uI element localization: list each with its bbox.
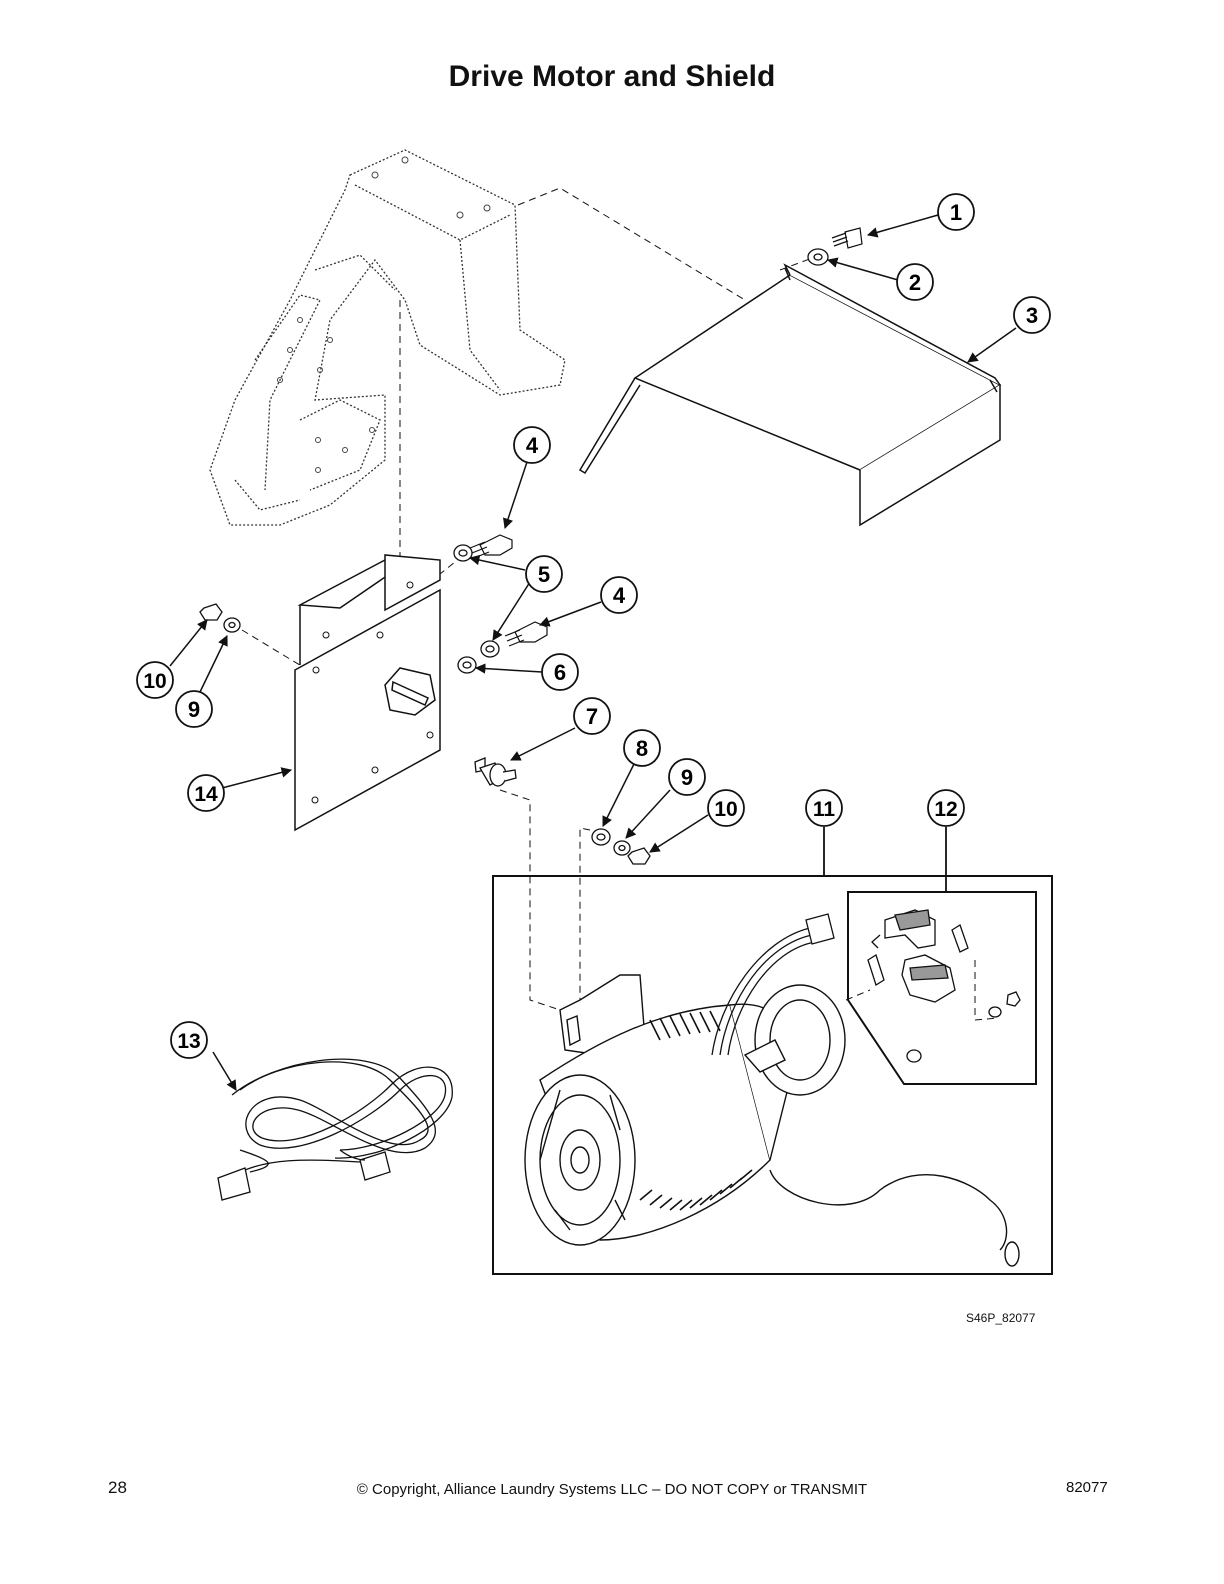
motor-vent-slots — [639, 1010, 753, 1211]
plate-holes — [311, 581, 434, 804]
callout-10-left: 10 — [136, 661, 174, 699]
svg-text:4: 4 — [613, 583, 626, 608]
brush-kit-inset — [847, 891, 1037, 1085]
callout-9-right: 9 — [668, 758, 706, 796]
document-number: 82077 — [1066, 1479, 1108, 1496]
frame-holes — [277, 156, 491, 473]
motor-mount-plate — [294, 554, 441, 832]
callout-5: 5 — [525, 555, 563, 593]
frame-housing-outline — [209, 149, 566, 526]
callout-8: 8 — [623, 729, 661, 767]
svg-text:10: 10 — [143, 670, 166, 693]
svg-text:9: 9 — [681, 765, 693, 790]
hardware-bolts — [469, 534, 548, 647]
svg-text:5: 5 — [538, 562, 550, 587]
svg-text:1: 1 — [950, 200, 962, 225]
isolator-mount — [474, 757, 517, 787]
wire-harness — [217, 1058, 453, 1201]
shield-screw — [831, 227, 863, 249]
callout-13: 13 — [170, 1021, 208, 1059]
drive-motor — [524, 974, 1020, 1267]
shield-part — [578, 263, 1002, 527]
callout-2: 2 — [896, 263, 934, 301]
drawing-code: S46P_82077 — [966, 1311, 1036, 1325]
callout-4-upper: 4 — [513, 426, 551, 464]
svg-text:11: 11 — [813, 798, 836, 821]
page-number: 28 — [108, 1478, 127, 1497]
leader-lines — [169, 214, 1017, 1091]
callout-4-lower: 4 — [600, 576, 638, 614]
callout-1: 1 — [937, 193, 975, 231]
callout-6: 6 — [541, 653, 579, 691]
motor-lead-wires — [711, 913, 835, 1056]
callout-12: 12 — [927, 789, 965, 827]
assembly-leaders — [823, 827, 947, 892]
callout-10-right: 10 — [707, 789, 745, 827]
svg-text:9: 9 — [188, 697, 200, 722]
svg-text:2: 2 — [909, 270, 921, 295]
svg-text:3: 3 — [1026, 303, 1038, 328]
motor-assembly-box — [492, 875, 1053, 1275]
svg-text:14: 14 — [194, 783, 218, 806]
callout-9-left: 9 — [175, 690, 213, 728]
callout-14: 14 — [187, 774, 225, 812]
svg-text:12: 12 — [934, 798, 957, 821]
svg-text:8: 8 — [636, 736, 648, 761]
brush-kit-parts — [867, 909, 1021, 1063]
callout-7: 7 — [573, 697, 611, 735]
svg-text:4: 4 — [526, 433, 539, 458]
callout-11: 11 — [805, 789, 843, 827]
alignment-lines — [241, 187, 999, 1040]
hardware-washers — [199, 544, 651, 865]
svg-text:6: 6 — [554, 660, 566, 685]
shield-washer — [807, 248, 829, 266]
page-title: Drive Motor and Shield — [448, 60, 776, 93]
copyright-notice: © Copyright, Alliance Laundry Systems LL… — [356, 1481, 868, 1498]
callout-3: 3 — [1013, 296, 1051, 334]
svg-text:7: 7 — [586, 704, 598, 729]
svg-text:10: 10 — [714, 798, 737, 821]
svg-text:13: 13 — [177, 1030, 200, 1053]
